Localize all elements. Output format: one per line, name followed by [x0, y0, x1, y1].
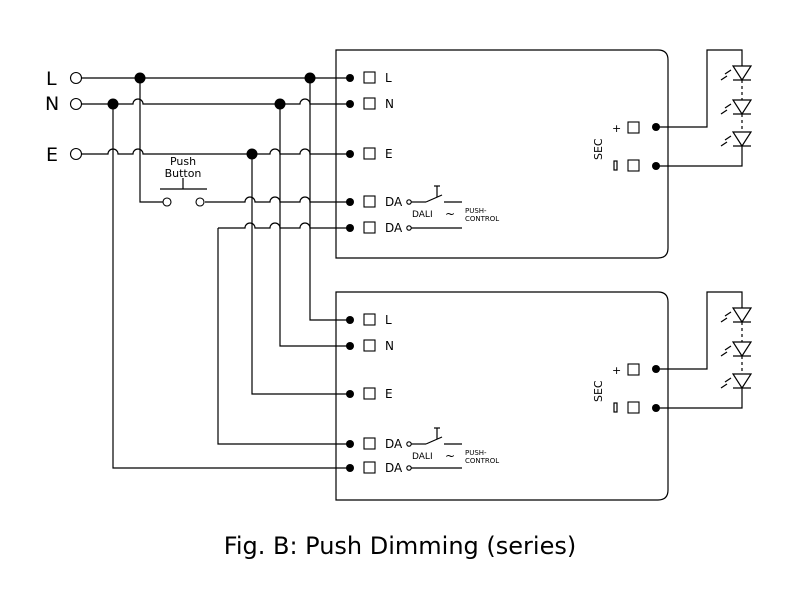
wire-n-bus: [82, 98, 350, 105]
sec-label: SEC: [592, 380, 605, 402]
wire-e-bus: [82, 148, 350, 155]
terminal-box: [363, 339, 376, 352]
led-wire-top: [656, 49, 743, 167]
driver-top-box: [335, 49, 669, 259]
terminal-dot: [346, 198, 354, 206]
terminal-label-da1: DA: [385, 437, 403, 451]
tilde-symbol: ~: [445, 449, 455, 463]
wire-da2-top: [218, 222, 350, 229]
wire-da1-top: [205, 196, 350, 203]
input-label-l: L: [46, 68, 57, 90]
junction-dot: [274, 98, 286, 110]
terminal-dot: [346, 100, 354, 108]
output-box-plus: [627, 363, 640, 376]
sec-label: SEC: [592, 138, 605, 160]
terminal-label-n: N: [385, 97, 394, 111]
terminal-box: [363, 313, 376, 326]
terminal-box: [363, 195, 376, 208]
wire-l-drop: [309, 78, 350, 321]
terminal-label-e: E: [385, 147, 393, 161]
terminal-label-da1: DA: [385, 195, 403, 209]
input-terminal-e: [69, 147, 83, 161]
terminal-box: [363, 97, 376, 110]
led-string-bottom: [720, 307, 753, 390]
terminal-label-n: N: [385, 339, 394, 353]
input-terminal-n: [69, 97, 83, 111]
led-wire-bottom: [656, 291, 743, 409]
terminal-label-e: E: [385, 387, 393, 401]
terminal-box: [363, 387, 376, 400]
minus-symbol: [613, 160, 618, 171]
push-control-label-2: CONTROL: [465, 457, 499, 465]
dali-label: DALI: [412, 452, 433, 462]
plus-symbol: +: [612, 364, 621, 377]
push-control-label-1: PUSH-: [465, 449, 487, 457]
terminal-label-l: L: [385, 313, 392, 327]
terminal-box: [363, 461, 376, 474]
junction-dot: [107, 98, 119, 110]
minus-symbol: [613, 402, 618, 413]
terminal-dot: [346, 150, 354, 158]
plus-symbol: +: [612, 122, 621, 135]
push-button-label-1: Push: [170, 155, 196, 168]
output-box-minus: [627, 401, 640, 414]
driver-bottom-box: [335, 291, 669, 501]
output-box-plus: [627, 121, 640, 134]
terminal-label-da2: DA: [385, 461, 403, 475]
push-control-label-2: CONTROL: [465, 215, 499, 223]
terminal-dot: [346, 74, 354, 82]
push-control-label-1: PUSH-: [465, 207, 487, 215]
terminal-label-da2: DA: [385, 221, 403, 235]
wire-e-drop: [251, 154, 350, 395]
wire-da2-drop: [217, 228, 350, 445]
dali-push-switch: [406, 185, 462, 231]
dali-push-switch: [406, 427, 462, 471]
terminal-box: [363, 221, 376, 234]
junction-dot: [134, 72, 146, 84]
input-terminal-l: [69, 71, 83, 85]
push-button-label-2: Button: [165, 167, 202, 180]
figure-caption: Fig. B: Push Dimming (series): [223, 532, 577, 560]
output-box-minus: [627, 159, 640, 172]
terminal-box: [363, 437, 376, 450]
input-label-n: N: [45, 93, 59, 115]
terminal-dot: [346, 316, 354, 324]
terminal-label-l: L: [385, 71, 392, 85]
junction-dot: [246, 148, 258, 160]
tilde-symbol: ~: [445, 207, 455, 221]
wire-n-drop: [279, 104, 350, 347]
push-button: [160, 178, 207, 207]
terminal-dot: [346, 342, 354, 350]
terminal-dot: [346, 390, 354, 398]
junction-dot: [304, 72, 316, 84]
wire-n-to-da-bottom: [112, 104, 350, 469]
dali-label: DALI: [412, 210, 433, 220]
input-label-e: E: [46, 144, 58, 166]
terminal-box: [363, 147, 376, 160]
terminal-dot: [346, 464, 354, 472]
wire-l-to-push-button: [139, 78, 163, 203]
terminal-dot: [346, 224, 354, 232]
led-string-top: [720, 65, 753, 148]
terminal-box: [363, 71, 376, 84]
terminal-dot: [346, 440, 354, 448]
